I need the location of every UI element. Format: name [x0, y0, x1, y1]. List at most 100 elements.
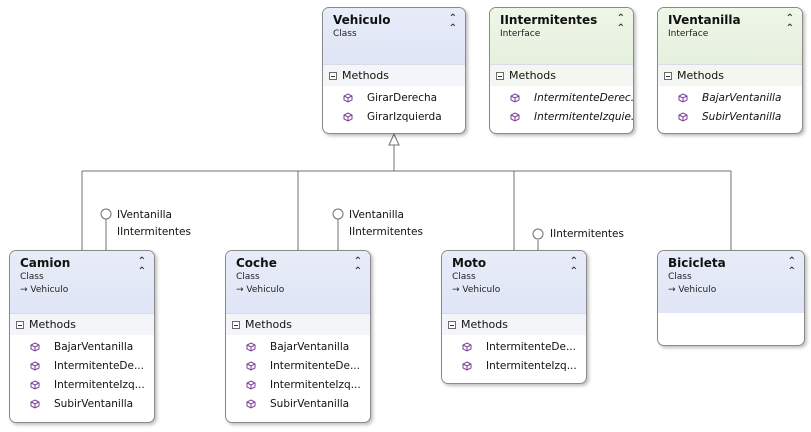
method-label: IntermitenteIzq... [486, 359, 577, 372]
method-label: GirarIzquierda [367, 110, 442, 123]
lollipop-labels-coche: IVentanilla IIntermitentes [349, 207, 423, 241]
method-item[interactable]: IntermitenteIzq... [30, 375, 154, 394]
method-list: BajarVentanilla SubirVentanilla [658, 86, 802, 126]
method-list: BajarVentanilla IntermitenteDe... Interm… [226, 335, 370, 413]
method-item[interactable]: IntermitenteDe... [246, 356, 370, 375]
interface-box-iintermitentes[interactable]: IIntermitentes Interface ⌃⌃ Methods Inte… [489, 7, 634, 134]
minus-toggle-icon[interactable] [496, 71, 504, 80]
box-header: Bicicleta Class → Vehiculo ⌃⌃ [658, 251, 804, 313]
collapse-chevron-icon[interactable]: ⌃⌃ [616, 13, 625, 34]
interface-box-iventanilla[interactable]: IVentanilla Interface ⌃⌃ Methods BajarVe… [657, 7, 803, 134]
method-item[interactable]: BajarVentanilla [678, 88, 802, 107]
lollipop-circle-moto [532, 228, 544, 240]
collapse-chevron-icon[interactable]: ⌃⌃ [787, 256, 796, 277]
method-cube-icon [678, 111, 688, 122]
methods-section-header[interactable]: Methods [10, 313, 154, 335]
box-title: Coche [236, 256, 277, 270]
lollipop-labels-moto: IIntermitentes [550, 226, 624, 243]
method-label: IntermitenteIzq... [54, 378, 145, 391]
methods-section-header[interactable]: Methods [442, 313, 586, 335]
method-label: BajarVentanilla [54, 340, 134, 353]
methods-section-header[interactable]: Methods [226, 313, 370, 335]
method-item[interactable]: BajarVentanilla [30, 337, 154, 356]
method-item[interactable]: IntermitenteIzq... [462, 356, 586, 375]
method-label: IntermitenteDe... [54, 359, 144, 372]
collapse-chevron-icon[interactable]: ⌃⌃ [353, 256, 362, 277]
base-class-label: → Vehiculo [452, 285, 501, 295]
minus-toggle-icon[interactable] [16, 320, 24, 329]
method-list: IntermitenteDerec... IntermitenteIzquie.… [490, 86, 633, 126]
method-item[interactable]: SubirVentanilla [246, 394, 370, 413]
lollipop-label: IVentanilla [349, 209, 404, 221]
method-label: SubirVentanilla [270, 397, 350, 410]
method-cube-icon [510, 111, 520, 122]
box-header: Moto Class → Vehiculo ⌃⌃ [442, 251, 586, 313]
method-label: IntermitenteDerec... [534, 91, 633, 104]
method-cube-icon [462, 341, 472, 352]
method-item[interactable]: SubirVentanilla [678, 107, 802, 126]
minus-toggle-icon[interactable] [329, 71, 337, 80]
box-kind: Class [668, 272, 692, 282]
method-item[interactable]: IntermitenteIzquie... [510, 107, 633, 126]
method-cube-icon [510, 92, 520, 103]
method-item[interactable]: IntermitenteDerec... [510, 88, 633, 107]
method-item[interactable]: IntermitenteDe... [30, 356, 154, 375]
minus-toggle-icon[interactable] [448, 320, 456, 329]
collapse-chevron-icon[interactable]: ⌃⌃ [448, 13, 457, 34]
collapse-chevron-icon[interactable]: ⌃⌃ [137, 256, 146, 277]
collapse-chevron-icon[interactable]: ⌃⌃ [569, 256, 578, 277]
class-box-bicicleta[interactable]: Bicicleta Class → Vehiculo ⌃⌃ [657, 250, 805, 346]
minus-toggle-icon[interactable] [664, 71, 672, 80]
method-item[interactable]: GirarIzquierda [343, 107, 465, 126]
method-list: GirarDerecha GirarIzquierda [323, 86, 465, 126]
lollipop-label: IIntermitentes [117, 226, 191, 238]
collapse-chevron-icon[interactable]: ⌃⌃ [785, 13, 794, 34]
method-cube-icon [246, 379, 256, 390]
box-title: IIntermitentes [500, 13, 598, 27]
base-class-label: → Vehiculo [236, 285, 285, 295]
method-label: SubirVentanilla [702, 110, 782, 123]
method-item[interactable]: IntermitenteDe... [462, 337, 586, 356]
box-title: Bicicleta [668, 256, 726, 270]
box-title: IVentanilla [668, 13, 741, 27]
lollipop-circle-camion [100, 208, 112, 220]
box-title: Vehiculo [333, 13, 391, 27]
method-item[interactable]: GirarDerecha [343, 88, 465, 107]
inheritance-arrowhead [388, 132, 400, 146]
methods-section-header[interactable]: Methods [323, 64, 465, 86]
method-label: IntermitenteDe... [270, 359, 360, 372]
method-cube-icon [343, 92, 353, 103]
method-label: BajarVentanilla [270, 340, 350, 353]
class-box-camion[interactable]: Camion Class → Vehiculo ⌃⌃ Methods Bajar… [9, 250, 155, 423]
methods-section-header[interactable]: Methods [490, 64, 633, 86]
section-label: Methods [509, 69, 556, 82]
method-item[interactable]: SubirVentanilla [30, 394, 154, 413]
box-header: Coche Class → Vehiculo ⌃⌃ [226, 251, 370, 313]
minus-toggle-icon[interactable] [232, 320, 240, 329]
method-cube-icon [246, 398, 256, 409]
method-item[interactable]: BajarVentanilla [246, 337, 370, 356]
base-class-label: → Vehiculo [20, 285, 69, 295]
section-label: Methods [29, 318, 76, 331]
lollipop-label: IVentanilla [117, 209, 172, 221]
class-box-moto[interactable]: Moto Class → Vehiculo ⌃⌃ Methods Intermi… [441, 250, 587, 384]
box-kind: Class [20, 272, 44, 282]
lollipop-labels-camion: IVentanilla IIntermitentes [117, 207, 191, 241]
methods-section-header[interactable]: Methods [658, 64, 802, 86]
class-box-vehiculo[interactable]: Vehiculo Class ⌃⌃ Methods GirarDerecha G… [322, 7, 466, 134]
method-cube-icon [30, 379, 40, 390]
method-cube-icon [246, 360, 256, 371]
method-label: IntermitenteIzq... [270, 378, 361, 391]
box-header: IVentanilla Interface ⌃⌃ [658, 8, 802, 64]
class-box-coche[interactable]: Coche Class → Vehiculo ⌃⌃ Methods BajarV… [225, 250, 371, 423]
method-list: BajarVentanilla IntermitenteDe... Interm… [10, 335, 154, 413]
base-class-label: → Vehiculo [668, 285, 717, 295]
method-label: IntermitenteIzquie... [534, 110, 633, 123]
section-label: Methods [461, 318, 508, 331]
box-header: Camion Class → Vehiculo ⌃⌃ [10, 251, 154, 313]
box-kind: Interface [668, 29, 709, 39]
lollipop-label: IIntermitentes [349, 226, 423, 238]
method-list: IntermitenteDe... IntermitenteIzq... [442, 335, 586, 375]
method-item[interactable]: IntermitenteIzq... [246, 375, 370, 394]
